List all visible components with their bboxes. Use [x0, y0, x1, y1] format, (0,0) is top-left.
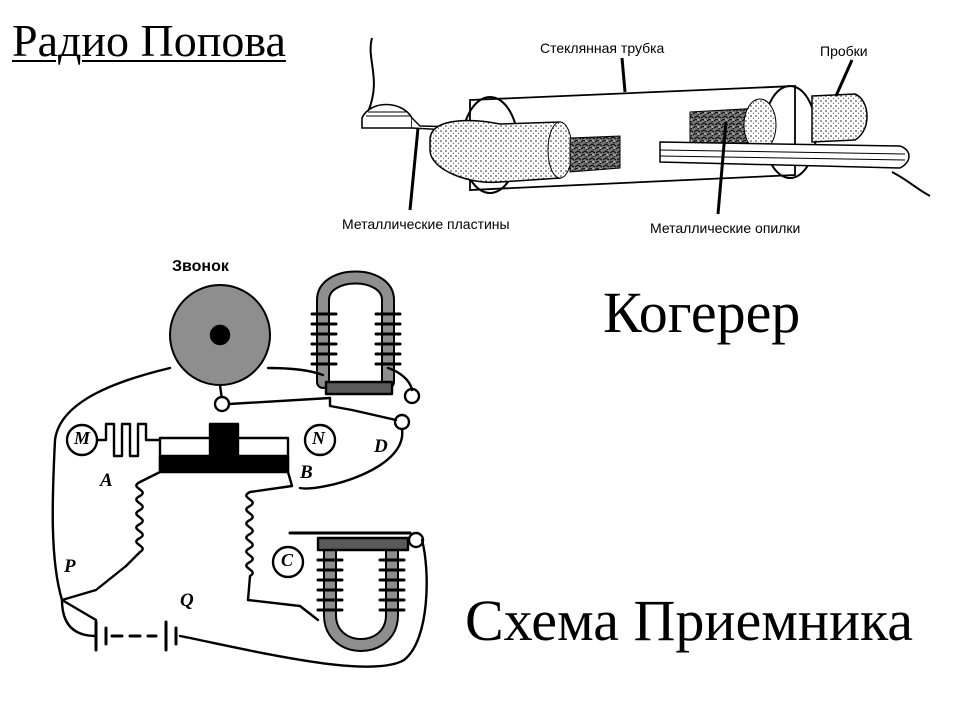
- glass-tube-pointer: [620, 57, 627, 93]
- metal-filings-label: Металлические опилки: [650, 220, 801, 236]
- bell-label: Звонок: [172, 258, 229, 275]
- label-n: N: [312, 428, 325, 448]
- metal-filings-left: [569, 135, 621, 173]
- coil-b: [245, 470, 294, 602]
- coil-a: [124, 470, 162, 568]
- wire-left: [51, 366, 172, 622]
- page-title: Радио Попова: [12, 15, 286, 66]
- terminal-n: [303, 423, 337, 457]
- receiver-schematic-title: Схема Приемника: [465, 588, 914, 653]
- label-q: Q: [180, 590, 194, 611]
- upper-coils: [310, 312, 402, 366]
- plugs-pointer: [834, 59, 854, 97]
- metal-plates-label: Металлические пластины: [342, 216, 510, 232]
- label-b: B: [300, 462, 313, 483]
- upper-armature: [324, 380, 394, 396]
- lower-armature: [316, 536, 410, 552]
- coherer-right-wire: [891, 171, 931, 197]
- end-plug: [811, 93, 868, 143]
- label-m: M: [74, 428, 91, 448]
- metal-plates-pointer: [408, 127, 420, 211]
- coherer-title: Когерер: [603, 280, 801, 345]
- label-c: C: [281, 550, 294, 570]
- label-p: P: [64, 556, 76, 577]
- glass-tube-label: Стеклянная трубка: [540, 40, 665, 56]
- lower-coils: [316, 558, 406, 612]
- label-a: A: [100, 470, 113, 491]
- metal-filings-pointer: [716, 121, 728, 215]
- resistor: [96, 422, 162, 458]
- label-d: D: [374, 436, 388, 457]
- upper-electromagnet: [316, 270, 395, 389]
- coherer-left-wire: [367, 37, 375, 113]
- plugs-label: Пробки: [820, 43, 868, 59]
- terminal-c: [271, 545, 305, 579]
